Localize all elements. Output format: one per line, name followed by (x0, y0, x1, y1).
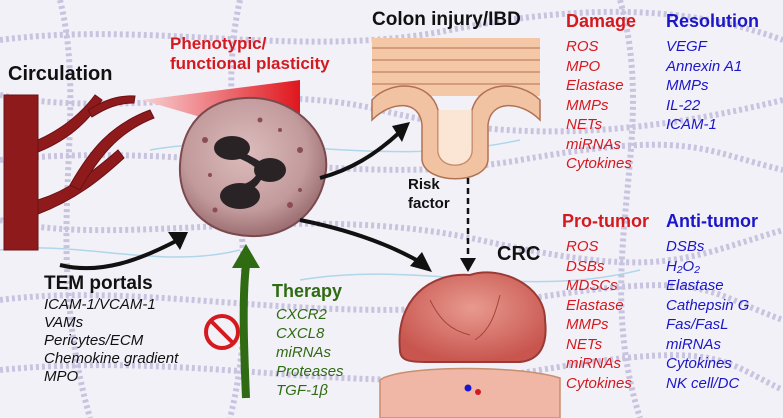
resolution-heading: Resolution (666, 11, 759, 31)
therapy-arrowhead (232, 244, 260, 268)
therapy-list: CXCR2 CXCL8 miRNAs Proteases TGF-1β (276, 305, 344, 400)
therapy-heading: Therapy (272, 281, 343, 301)
therapy-arrow (239, 264, 250, 399)
plasticity-label: Phenotypic/ functional plasticity (170, 34, 330, 74)
tem-item: ICAM-1/VCAM-1 (44, 296, 156, 313)
arrow-to-tumor (299, 218, 421, 264)
tem-portals-list: ICAM-1/VCAM-1 VAMs Pericytes/ECM Chemoki… (44, 296, 178, 386)
damage-item: NETs (566, 116, 603, 133)
anti-tumor-item: Fas/FasL (666, 316, 729, 333)
risk-factor-label: Risk factor (408, 176, 450, 212)
resolution-item: Annexin A1 (666, 57, 743, 75)
pro-tumor-item: MDSCs (566, 277, 618, 294)
damage-list: ROS MPO Elastase MMPs NETs miRNAs Cytoki… (566, 37, 632, 174)
pro-tumor-item: miRNAs (566, 355, 621, 372)
tem-portals-heading: TEM portals (44, 273, 153, 294)
anti-tumor-item: NK cell/DC (666, 374, 740, 392)
anti-tumor-item: Cytokines (666, 355, 732, 372)
resolution-list: VEGF Annexin A1 MMPs IL-22 ICAM-1 (666, 37, 742, 135)
colon-crypt-icon (371, 38, 541, 180)
anti-tumor-heading: Anti-tumor (666, 211, 758, 231)
anti-tumor-list: DSBs H₂O₂ Elastase Cathepsin G Fas/FasL … (666, 237, 749, 393)
arrowhead-to-cell (168, 232, 188, 250)
resolution-item: IL-22 (666, 96, 701, 114)
damage-item: Cytokines (566, 155, 632, 172)
blood-vessel-icon (3, 94, 155, 251)
pro-tumor-item: MMPs (566, 316, 609, 333)
damage-item: Elastase (566, 77, 624, 94)
anti-tumor-item: miRNAs (666, 335, 721, 353)
resolution-item: VEGF (666, 38, 707, 55)
colon-injury-label: Colon injury/IBD (372, 9, 521, 30)
pro-tumor-heading: Pro-tumor (562, 211, 649, 231)
arrow-to-cell (59, 238, 179, 271)
therapy-item: miRNAs (276, 344, 331, 361)
therapy-item: TGF-1β (276, 382, 328, 399)
inhibition-icon (204, 314, 240, 350)
therapy-item: CXCL8 (276, 325, 325, 342)
damage-item: miRNAs (566, 135, 621, 153)
neutrophil-icon (178, 96, 328, 238)
risk-arrowhead (460, 258, 476, 272)
damage-item: ROS (566, 38, 599, 55)
anti-tumor-item: H₂O₂ (666, 257, 700, 275)
arrow-to-colon (319, 130, 402, 180)
tem-item: Chemokine gradient (44, 350, 179, 367)
anti-tumor-item: DSBs (666, 238, 705, 255)
resolution-item: MMPs (666, 77, 709, 94)
damage-item: MPO (566, 57, 601, 75)
anti-tumor-item: Cathepsin G (666, 296, 750, 314)
pro-tumor-item: Cytokines (566, 374, 632, 392)
tumor-icon (379, 271, 561, 418)
pro-tumor-item: NETs (566, 335, 603, 353)
crc-label: CRC (497, 243, 541, 265)
pro-tumor-item: ROS (566, 238, 599, 255)
damage-heading: Damage (566, 11, 637, 31)
therapy-item: Proteases (276, 363, 344, 380)
pro-tumor-item: DSBs (566, 257, 605, 275)
arrowhead-to-tumor (410, 252, 432, 272)
pro-tumor-list: ROS DSBs MDSCs Elastase MMPs NETs miRNAs… (566, 237, 632, 393)
tem-item: MPO (44, 368, 79, 385)
circulation-label: Circulation (8, 63, 113, 85)
tem-item: VAMs (44, 314, 84, 331)
anti-tumor-item: Elastase (666, 277, 724, 294)
arrowhead-to-colon (392, 122, 410, 142)
damage-item: MMPs (566, 96, 609, 114)
therapy-item: CXCR2 (276, 306, 327, 323)
resolution-item: ICAM-1 (666, 116, 717, 133)
tem-item: Pericytes/ECM (44, 332, 144, 349)
pro-tumor-item: Elastase (566, 296, 624, 314)
